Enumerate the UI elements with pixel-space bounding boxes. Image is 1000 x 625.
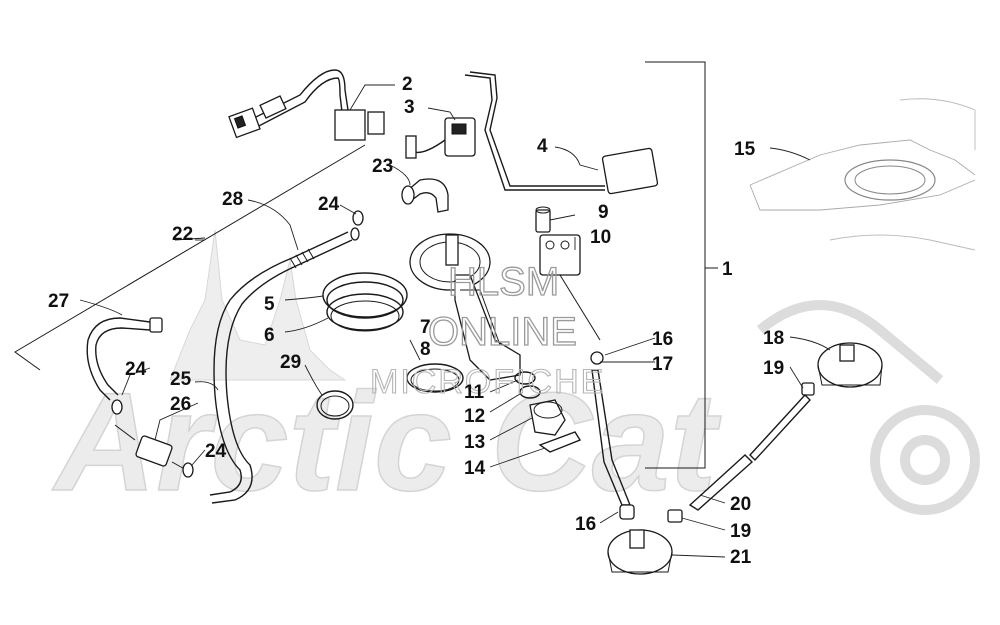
callout-9: 9 — [598, 202, 609, 223]
callout-16b: 16 — [575, 514, 596, 535]
callout-12: 12 — [464, 406, 485, 427]
brand-watermark-text: Arctic Cat — [52, 363, 722, 520]
callout-23: 23 — [372, 156, 393, 177]
seal-rings — [322, 272, 408, 332]
callout-24c: 24 — [205, 441, 227, 462]
callout-14: 14 — [464, 458, 486, 479]
fuel-pump-module — [409, 233, 601, 381]
hose-ribs — [289, 248, 315, 269]
callout-6: 6 — [264, 325, 275, 346]
callout-21: 21 — [730, 547, 752, 568]
brand-watermark: Arctic Cat — [51, 229, 980, 521]
callout-20: 20 — [730, 494, 751, 515]
callout-5: 5 — [264, 294, 275, 315]
lock-ring — [406, 363, 464, 393]
callout-26: 26 — [170, 394, 191, 415]
rollover-valve-upper — [801, 342, 883, 396]
callout-10: 10 — [590, 227, 611, 248]
pump-filter-parts — [514, 371, 582, 453]
fuel-tank-sketch — [749, 98, 976, 251]
motorcycle-watermark — [756, 300, 980, 515]
callout-4: 4 — [537, 136, 548, 157]
watermark-line1: HLSM — [448, 260, 559, 304]
callout-16a: 16 — [652, 329, 673, 350]
callout-15: 15 — [734, 139, 756, 160]
hose-clamp — [316, 390, 354, 420]
line-bracket — [14, 144, 366, 371]
rollover-valve-lower — [607, 529, 673, 575]
sensor-wire — [464, 71, 659, 195]
vent-hose — [590, 351, 635, 520]
assembly-bracket — [645, 61, 718, 469]
callout-13: 13 — [464, 432, 485, 453]
fuel-hose-long — [209, 227, 360, 504]
callout-1: 1 — [722, 259, 733, 280]
callout-17: 17 — [652, 354, 673, 375]
callout-3: 3 — [404, 97, 415, 118]
callout-29: 29 — [280, 352, 301, 373]
callout-7: 7 — [420, 317, 431, 338]
callout-24b: 24 — [125, 359, 147, 380]
hlsm-watermark: HLSM ONLINE MICROFICHE — [369, 259, 605, 401]
callout-19a: 19 — [763, 358, 784, 379]
callout-27: 27 — [48, 291, 69, 312]
vent-tube — [667, 393, 811, 523]
callout-22: 22 — [172, 224, 193, 245]
castle-watermark — [169, 229, 347, 381]
leader-lines — [79, 84, 831, 558]
callout-2: 2 — [402, 74, 413, 95]
callout-8: 8 — [420, 339, 431, 360]
callout-24a: 24 — [318, 194, 340, 215]
callout-11: 11 — [464, 382, 485, 403]
callout-28: 28 — [222, 189, 243, 210]
callouts: 1 2 3 4 5 6 7 8 9 10 11 12 13 14 15 16 1… — [48, 74, 784, 568]
callout-19b: 19 — [730, 521, 751, 542]
callout-18: 18 — [763, 328, 784, 349]
connector — [405, 117, 476, 159]
wiring-harness — [228, 69, 385, 141]
watermark-line3: MICROFICHE — [370, 363, 605, 401]
inline-fuel-filter — [111, 399, 194, 478]
small-fitting — [535, 206, 551, 233]
fuel-hose-short — [86, 317, 163, 401]
elbow-fitting — [401, 178, 449, 213]
hose-clip-fitting — [352, 210, 364, 226]
callout-25: 25 — [170, 369, 192, 390]
watermark-line2: ONLINE — [428, 310, 577, 354]
